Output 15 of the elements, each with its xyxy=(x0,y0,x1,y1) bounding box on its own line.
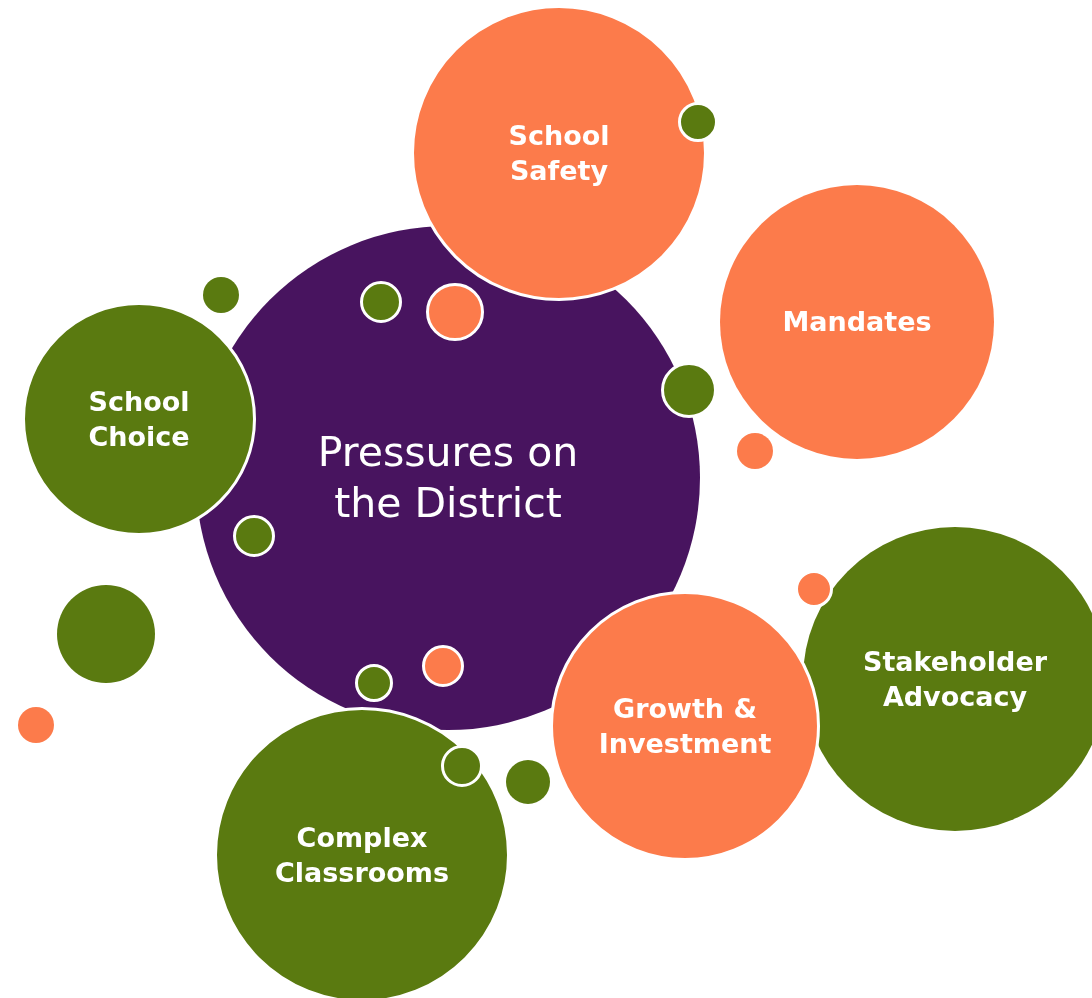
topic-label: School Choice xyxy=(87,384,191,454)
topic-label: Growth & Investment xyxy=(597,691,773,761)
dot xyxy=(506,760,550,804)
dot xyxy=(426,283,484,341)
topic-label: School Safety xyxy=(507,118,611,188)
topic-label: Complex Classrooms xyxy=(273,820,451,890)
dot xyxy=(422,645,464,687)
dot xyxy=(233,515,275,557)
dot xyxy=(355,664,393,702)
topic-label: Mandates xyxy=(781,305,933,340)
dot xyxy=(360,281,402,323)
dot xyxy=(737,433,773,469)
topic-label: Stakeholder Advocacy xyxy=(861,644,1049,714)
center-title: Pressures on the District xyxy=(316,426,580,529)
dot xyxy=(18,707,54,743)
